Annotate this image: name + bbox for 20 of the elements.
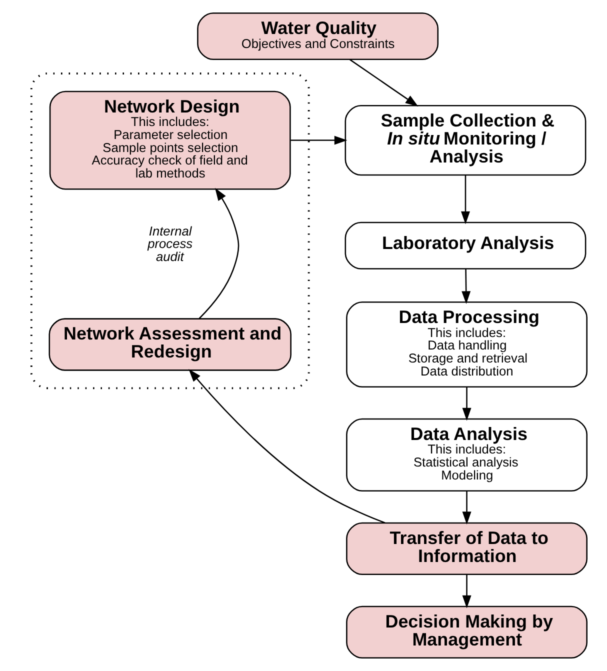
node-box: Sample Collection & In situ Monitoring / Analysis bbox=[344, 104, 586, 176]
arrow bbox=[460, 175, 470, 224]
node-box: Network Design This includes: Parameter selection Sample points selection Accuracy check of field and lab methods bbox=[48, 90, 290, 190]
node-box: Water Quality Objectives and Constraints bbox=[196, 12, 438, 60]
node-box: Data Analysis This includes: Statistical analysis Modeling bbox=[346, 418, 587, 492]
node-box: Transfer of Data to Information bbox=[346, 522, 587, 576]
label: Internal process audit bbox=[147, 223, 192, 264]
arrow bbox=[290, 136, 347, 145]
node-box: Data Processing This includes: Data handling Storage and retrieval Data distribution bbox=[346, 301, 587, 388]
arrow bbox=[198, 188, 239, 319]
node-box: Laboratory Analysis bbox=[344, 222, 586, 270]
node-box: Decision Making by Management bbox=[346, 606, 587, 658]
cluster bbox=[30, 72, 310, 390]
arrow bbox=[348, 59, 418, 107]
arrow bbox=[462, 387, 471, 421]
arrow bbox=[462, 491, 471, 524]
arrow bbox=[462, 574, 471, 608]
node-box: Network Assessment and Redesign bbox=[48, 318, 291, 371]
arrow bbox=[188, 369, 385, 524]
arrow bbox=[461, 268, 470, 304]
